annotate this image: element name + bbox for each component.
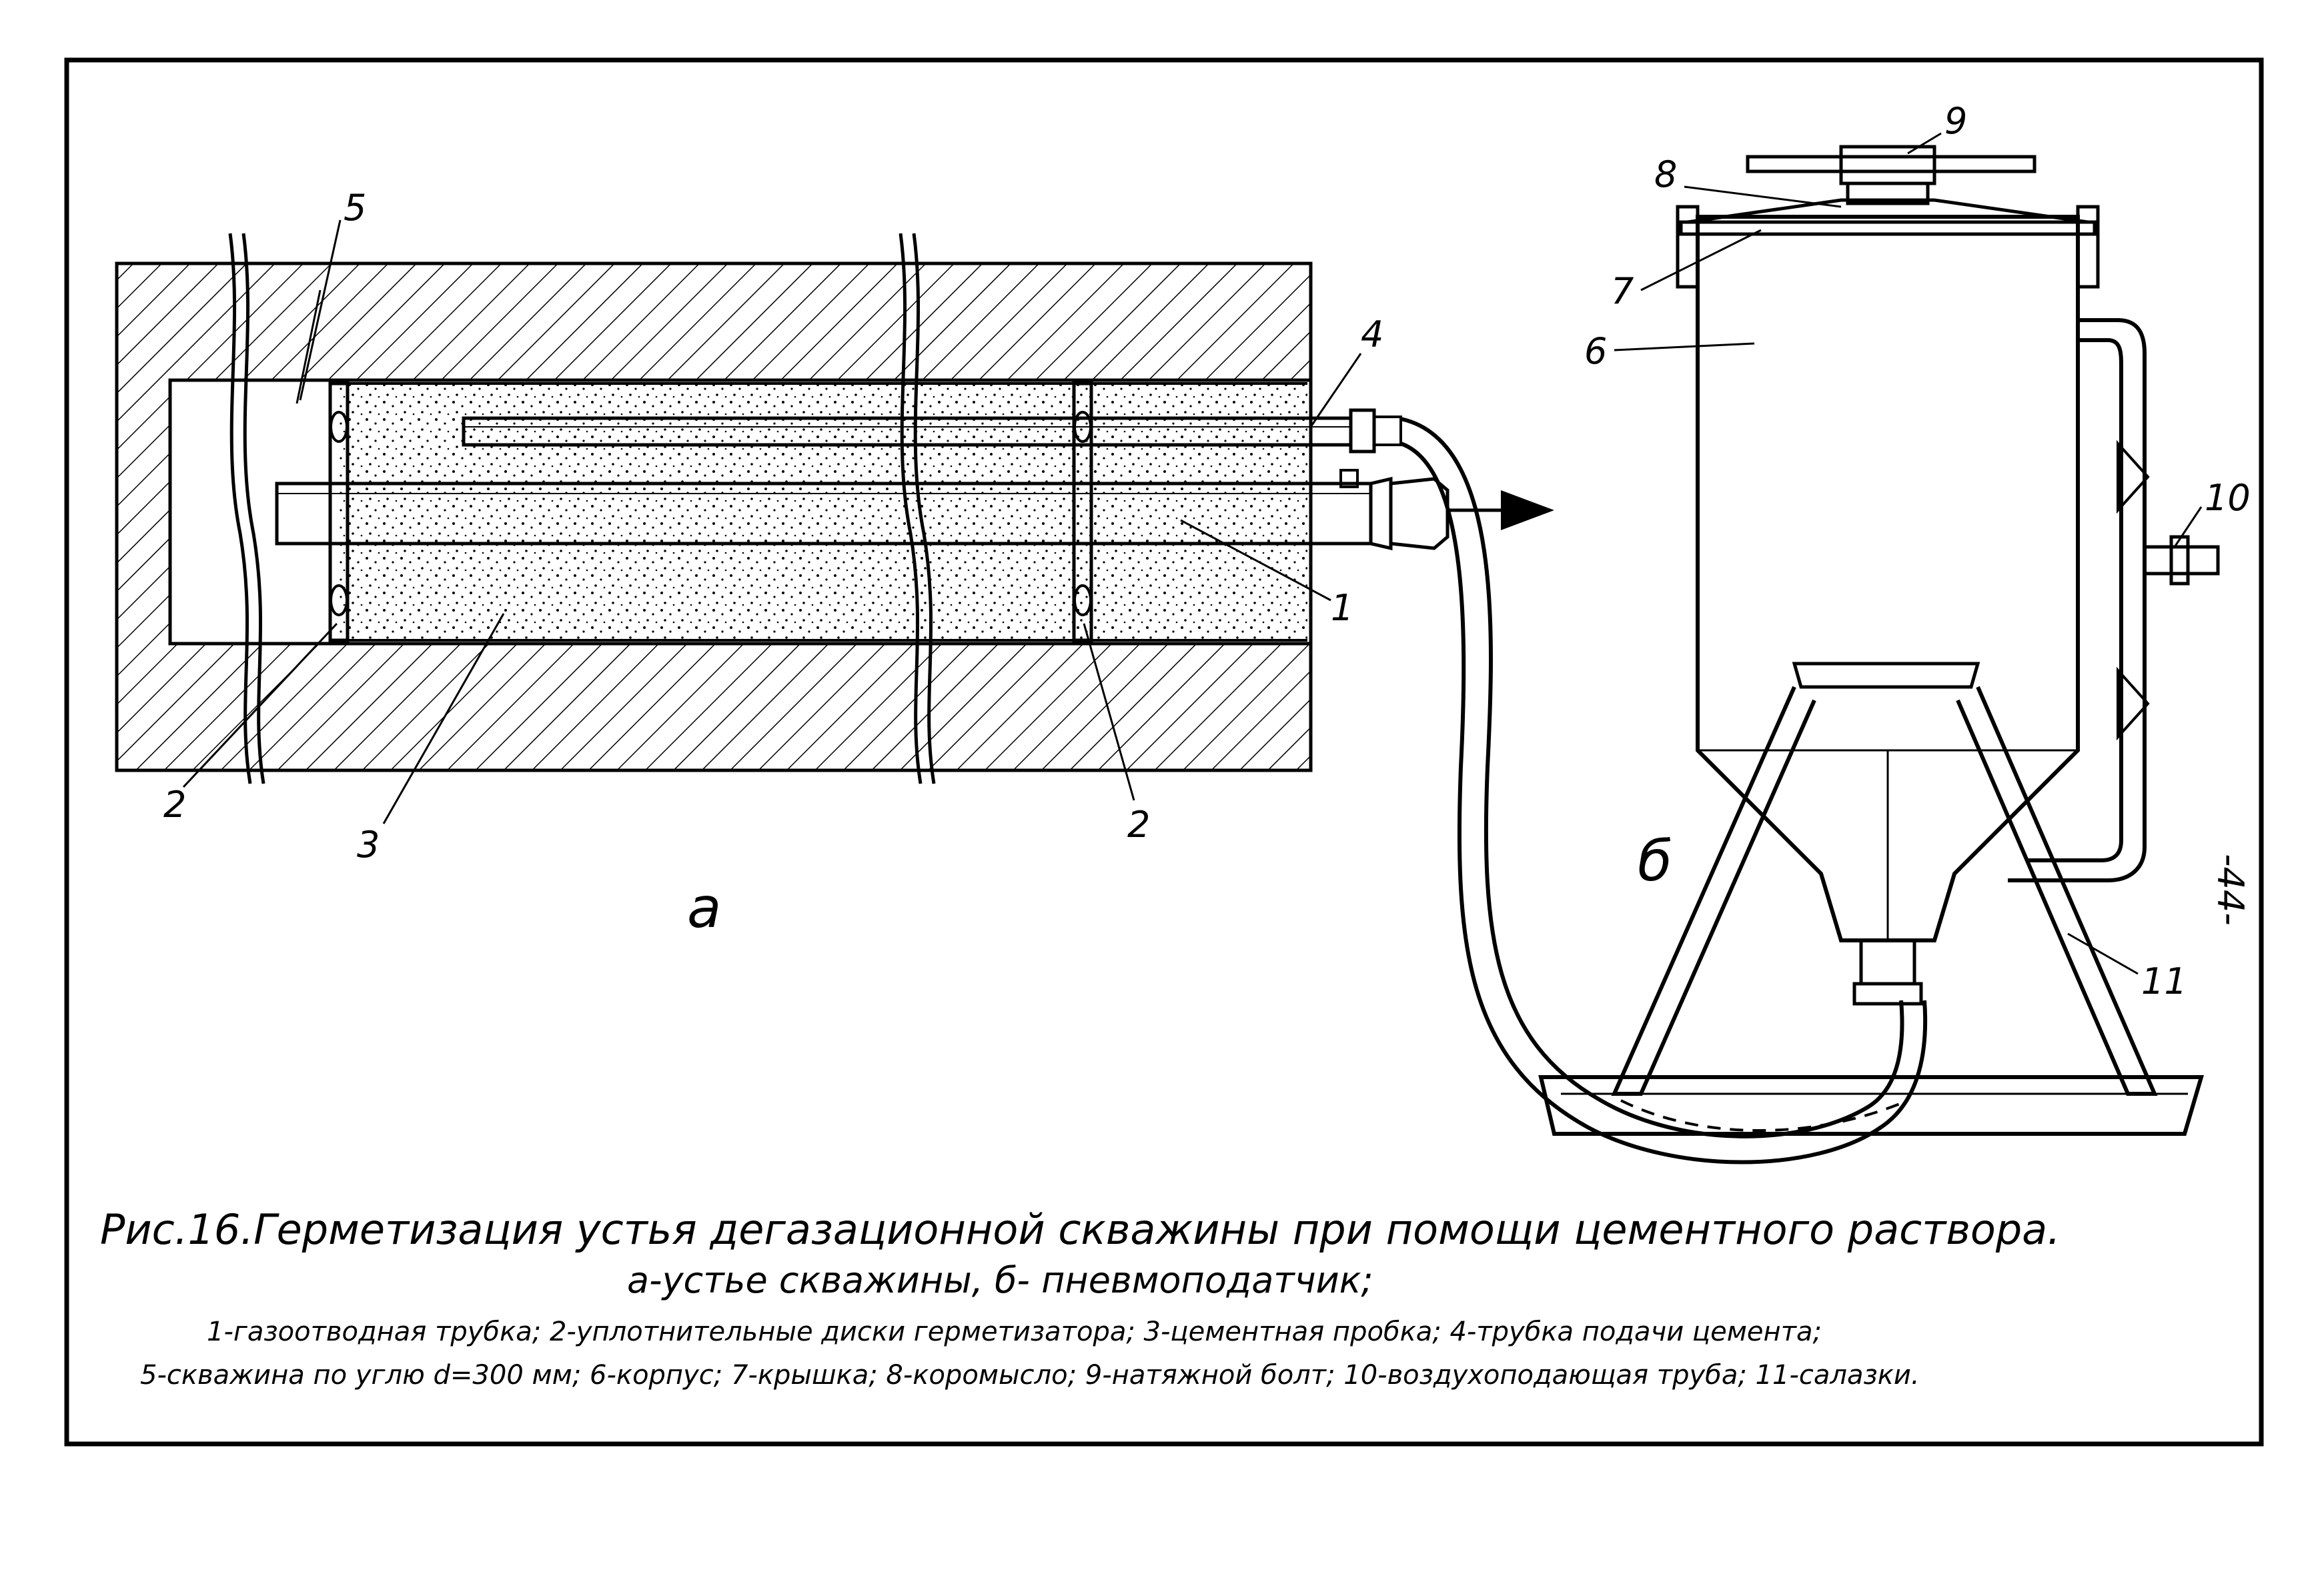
cement-hose-outer	[1400, 417, 1904, 1138]
pneumatic-feeder-diagram: 9 8 7 6 10 11 б	[1538, 100, 2251, 1136]
label-10: 10	[2205, 477, 2251, 519]
cement-plug	[337, 383, 1307, 640]
label-8: 8	[1654, 153, 1677, 195]
subfigure-label-a: а	[687, 875, 721, 940]
caption-legend-2: 5-скважина по углю d=300 мм; 6-корпус; 7…	[140, 1360, 1920, 1391]
subfigure-label-b: б	[1638, 828, 1672, 894]
sealing-disc-left	[328, 381, 350, 642]
gas-outlet-tube	[275, 469, 1449, 551]
caption-subtitle: а-устье скважины, б- пневмоподатчик;	[627, 1259, 1373, 1301]
air-supply-pipe	[2008, 318, 2220, 882]
break-line-left	[228, 233, 252, 784]
hose-under-skid	[1620, 1099, 1908, 1132]
support-frame	[1792, 662, 1980, 689]
label-6: 6	[1584, 330, 1607, 372]
label-7: 7	[1611, 270, 1634, 312]
label-2-right: 2	[1127, 804, 1150, 846]
label-3: 3	[357, 824, 380, 866]
feeder-lid	[1679, 220, 2097, 236]
tension-bolt	[1746, 145, 2037, 185]
label-5: 5	[344, 187, 366, 229]
label-11: 11	[2141, 960, 2187, 1002]
label-4: 4	[1361, 313, 1383, 355]
feeder-outlet-nozzle	[1859, 938, 1916, 986]
caption-legend-1: 1-газоотводная трубка; 2-уплотнительные …	[207, 1317, 1822, 1347]
label-2-left: 2	[163, 784, 186, 826]
cement-supply-tube	[462, 408, 1402, 454]
outer-frame	[64, 57, 2264, 1447]
caption-title: Рис.16.Герметизация устья дегазационной …	[100, 1205, 2061, 1254]
break-line-right	[899, 233, 923, 784]
well-mouth-diagram: 5 4 1 2 3 2 а	[115, 187, 1928, 1164]
cement-hose-inner	[1400, 442, 1928, 1164]
label-9: 9	[1944, 100, 1967, 142]
label-1: 1	[1331, 587, 1353, 629]
caption: Рис.16.Герметизация устья дегазационной …	[100, 1205, 2061, 1391]
yoke	[1687, 198, 2089, 224]
page-number: -44-	[2209, 854, 2251, 926]
skid-base	[1538, 1075, 2205, 1136]
feeder-body	[1696, 215, 2080, 942]
